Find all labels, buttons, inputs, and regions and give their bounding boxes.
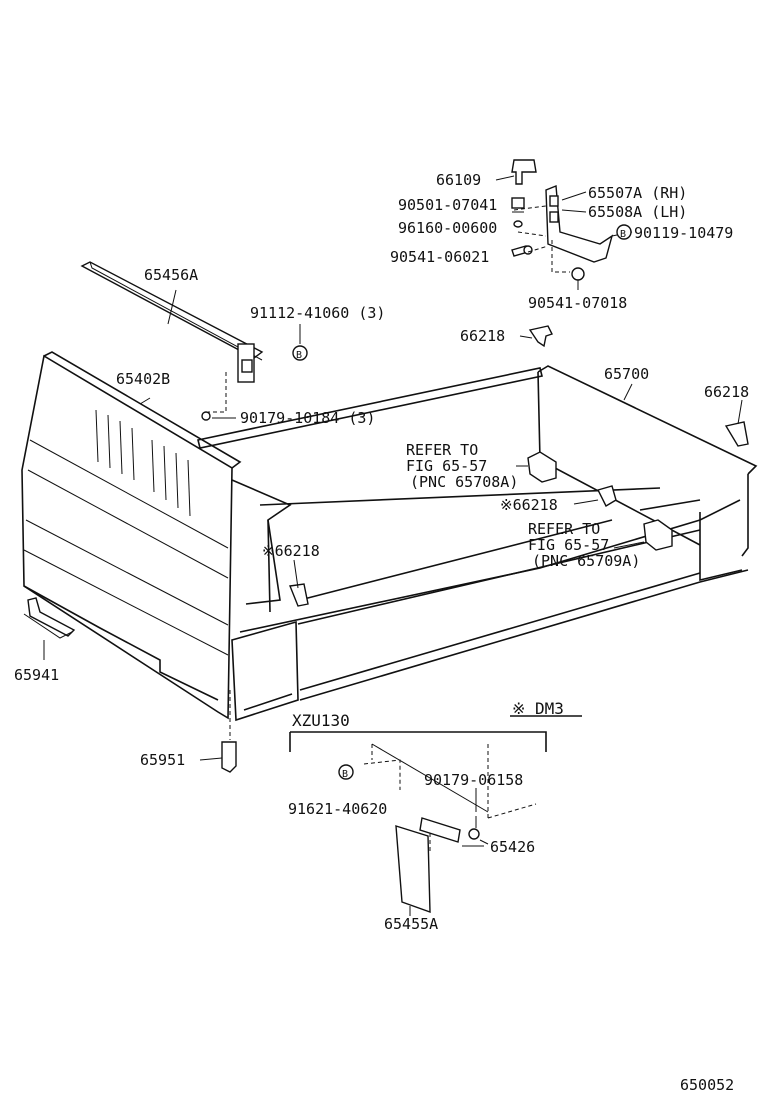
hinge-hardware [511, 159, 614, 281]
label-65508A: 65508A (LH) [588, 203, 687, 221]
step-65941 [23, 597, 76, 639]
rail-65456A [80, 261, 264, 413]
label-91621-40620: 91621-40620 [288, 800, 387, 818]
label-65456A: 65456A [144, 266, 198, 284]
label-65700: 65700 [604, 365, 649, 383]
label-refer-1-line1: REFER TO [406, 441, 478, 459]
label-65941: 65941 [14, 666, 59, 684]
part-labels: 66109 90501-07041 96160-00600 90541-0602… [14, 171, 749, 1094]
label-91112-41060: 91112-41060 (3) [250, 304, 385, 322]
label-65426: 65426 [490, 838, 535, 856]
label-66218-top: 66218 [460, 327, 505, 345]
label-refer-2-line3: (PNC 65709A) [532, 552, 640, 570]
label-96160-00600: 96160-00600 [398, 219, 497, 237]
label-90541-07018: 90541-07018 [528, 294, 627, 312]
bolt-symbol-3: B [342, 769, 348, 780]
label-90119-10479: 90119-10479 [634, 224, 733, 242]
label-66218-right: 66218 [704, 383, 749, 401]
label-xzu130: XZU130 [292, 711, 350, 730]
label-dm3: ※ DM3 [512, 699, 564, 718]
label-90179-06158: 90179-06158 [424, 771, 523, 789]
label-65507A: 65507A (RH) [588, 184, 687, 202]
label-66218-mid: ※66218 [500, 496, 558, 514]
leader-lines [43, 175, 743, 916]
label-66109: 66109 [436, 171, 481, 189]
label-65951: 65951 [140, 751, 185, 769]
bolt-symbol-1: B [296, 350, 302, 361]
label-90179-10184: 90179-10184 (3) [240, 409, 375, 427]
label-refer-2-line2: FIG 65-57 [528, 536, 609, 554]
figure-number: 650052 [680, 1076, 734, 1094]
label-90501-07041: 90501-07041 [398, 196, 497, 214]
label-65455A: 65455A [384, 915, 438, 933]
label-refer-1-line2: FIG 65-57 [406, 457, 487, 475]
label-refer-2-line1: REFER TO [528, 520, 600, 538]
label-refer-1-line3: (PNC 65708A) [410, 473, 518, 491]
mudflap-detail [289, 715, 582, 914]
part-65951 [221, 690, 237, 773]
clips-66218 [289, 325, 749, 607]
label-90541-06021: 90541-06021 [390, 248, 489, 266]
label-65402B: 65402B [116, 370, 170, 388]
label-66218-left: ※66218 [262, 542, 320, 560]
bolt-symbols: B B B [201, 224, 632, 780]
bolt-symbol-2: B [620, 229, 626, 240]
